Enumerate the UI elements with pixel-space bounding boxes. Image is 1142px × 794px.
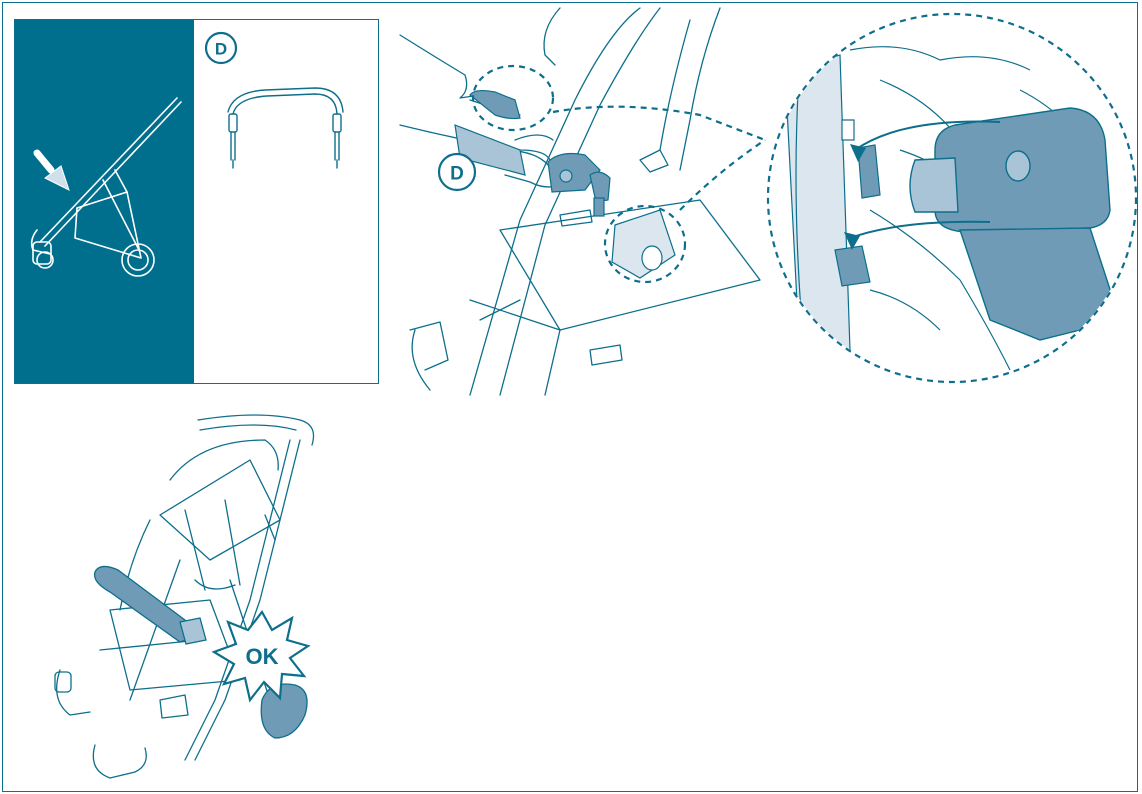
attached-bumper-bar <box>95 566 192 642</box>
part-letter-scene: D <box>450 164 464 185</box>
ok-badge: OK <box>246 644 279 669</box>
stroller-socket <box>612 210 675 278</box>
stroller-close-up <box>400 8 760 395</box>
bumper-connector <box>548 154 610 216</box>
rear-wheel <box>261 684 307 738</box>
zoom-detail <box>785 47 1120 370</box>
bumper-end-dark <box>470 91 520 119</box>
part-letter-badge-scene: D <box>439 154 475 190</box>
